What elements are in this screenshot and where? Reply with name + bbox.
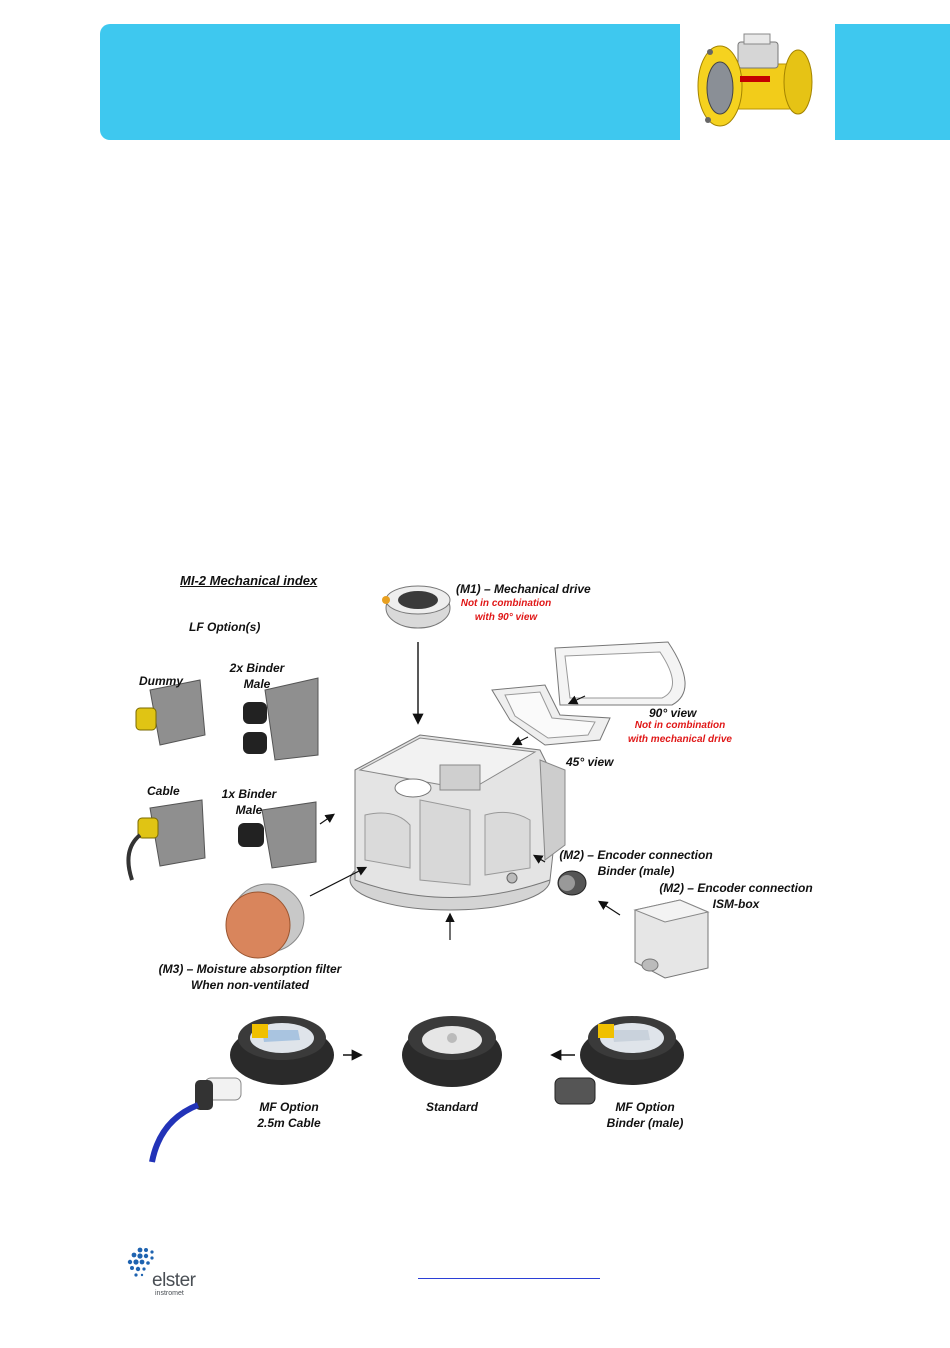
- ism-box-part: [633, 899, 710, 979]
- mi2-housing: [349, 734, 566, 911]
- m1-note: Not in combination with 90° view: [447, 597, 565, 625]
- diagram-title: MI-2 Mechanical index: [180, 573, 318, 588]
- view-90-note-line2: with mechanical drive: [628, 734, 732, 745]
- m1-label: (M1) – Mechanical drive: [456, 582, 591, 596]
- m2-binder-label: (M2) – Encoder connection Binder (male): [556, 847, 716, 879]
- cable-label: Cable: [147, 784, 180, 798]
- m2-binder-line1: (M2) – Encoder connection: [559, 848, 713, 862]
- mf-binder-line2: Binder (male): [606, 1116, 684, 1130]
- mf-cable-part: [149, 1016, 334, 1163]
- mf-cable-line2: 2.5m Cable: [257, 1116, 321, 1130]
- m1-note-line2: with 90° view: [474, 612, 538, 623]
- window-cover-45: [491, 684, 611, 746]
- lf-dummy-part: [135, 679, 206, 746]
- mf-cable-label: MF Option 2.5m Cable: [248, 1099, 330, 1131]
- elster-logo-text: elster: [152, 1270, 196, 1291]
- dummy-label: Dummy: [139, 674, 184, 688]
- m3-label: (M3) – Moisture absorption filter When n…: [152, 961, 348, 993]
- mechanical-index-diagram: [126, 585, 710, 1163]
- window-cover-90: [554, 641, 686, 706]
- binder-2x-line2: Male: [243, 677, 271, 691]
- view-90-note-line1: Not in combination: [634, 720, 726, 731]
- binder-2x-line1: 2x Binder: [229, 661, 285, 675]
- mf-binder-label: MF Option Binder (male): [600, 1099, 690, 1131]
- m1-note-line1: Not in combination: [460, 598, 552, 609]
- footer-link-underline[interactable]: [418, 1278, 600, 1279]
- mf-standard-part: [402, 1016, 502, 1087]
- mf-cable-line1: MF Option: [259, 1100, 319, 1114]
- instromet-logo-text: instromet: [155, 1290, 184, 1297]
- view-90-note: Not in combination with mechanical drive: [618, 719, 742, 747]
- m2-ism-line2: ISM-box: [712, 897, 760, 911]
- binder-1x-label: 1x Binder Male: [212, 786, 286, 818]
- lf-cable-part: [126, 799, 206, 881]
- m2-ism-label: (M2) – Encoder connection ISM-box: [656, 880, 816, 912]
- m2-binder-line2: Binder (male): [597, 864, 675, 878]
- lf-1x-binder-part: [238, 801, 317, 869]
- moisture-filter-part: [225, 883, 305, 959]
- mf-binder-line1: MF Option: [615, 1100, 675, 1114]
- view-45-label: 45° view: [566, 755, 614, 769]
- mf-binder-part: [554, 1016, 684, 1105]
- encoder-binder-part: [557, 870, 587, 896]
- gas-meter-photo: [680, 24, 835, 140]
- binder-1x-line2: Male: [235, 803, 263, 817]
- elster-logo-mark-icon: [127, 1247, 154, 1277]
- m3-line1: (M3) – Moisture absorption filter: [158, 962, 342, 976]
- m3-line2: When non-ventilated: [191, 978, 309, 992]
- lf-2x-binder-part: [243, 677, 319, 761]
- m2-ism-line1: (M2) – Encoder connection: [659, 881, 813, 895]
- mechanical-drive-part: [382, 585, 451, 629]
- view-90-label: 90° view: [649, 706, 697, 720]
- binder-2x-label: 2x Binder Male: [220, 660, 294, 692]
- lf-options-label: LF Option(s): [189, 620, 261, 634]
- binder-1x-line1: 1x Binder: [221, 787, 277, 801]
- standard-label: Standard: [425, 1100, 478, 1114]
